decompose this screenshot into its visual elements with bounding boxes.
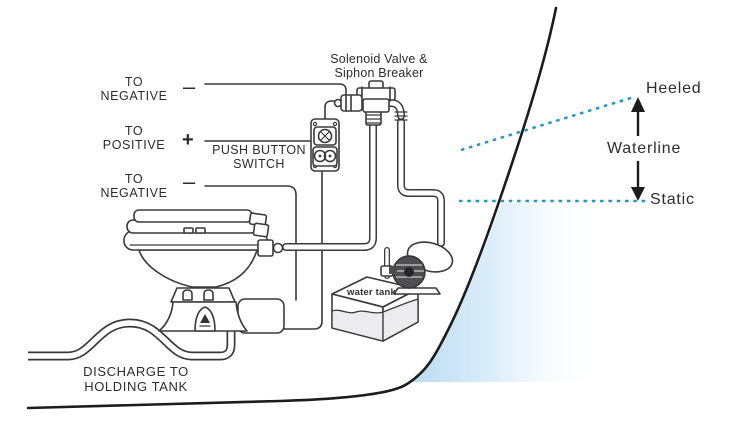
label-line: Solenoid Valve & bbox=[330, 52, 428, 66]
minus-sign-top: – bbox=[183, 74, 196, 99]
minus-sign-bottom: – bbox=[183, 169, 196, 194]
label-line: DISCHARGE TO bbox=[83, 364, 189, 379]
solenoid-valve-illustration bbox=[333, 80, 408, 126]
label-to-positive: TO POSITIVE bbox=[84, 124, 184, 152]
label-line: TO bbox=[124, 75, 144, 89]
wiring bbox=[204, 83, 347, 330]
label-line: TO bbox=[124, 124, 144, 138]
label-line: TO bbox=[124, 172, 144, 186]
label-waterline: Waterline bbox=[607, 140, 682, 157]
label-line: POSITIVE bbox=[102, 138, 166, 152]
label-heeled: Heeled bbox=[646, 80, 702, 97]
plus-sign: + bbox=[182, 129, 194, 151]
label-solenoid-valve: Solenoid Valve & Siphon Breaker bbox=[323, 52, 435, 80]
water-shading bbox=[410, 203, 600, 382]
label-water-tank: water tank bbox=[347, 287, 396, 298]
label-line: SWITCH bbox=[233, 157, 285, 171]
label-static: Static bbox=[650, 191, 695, 208]
label-line: NEGATIVE bbox=[100, 186, 168, 200]
push-button-switch-illustration bbox=[310, 118, 340, 172]
waterline-arrow bbox=[631, 97, 645, 201]
toilet-illustration bbox=[123, 209, 285, 334]
label-discharge: DISCHARGE TO HOLDING TANK bbox=[74, 364, 198, 394]
label-line: PUSH BUTTON bbox=[212, 143, 306, 157]
label-line: Siphon Breaker bbox=[334, 66, 424, 80]
heeled-waterline-dotted bbox=[460, 95, 635, 152]
label-to-negative-top: TO NEGATIVE bbox=[84, 75, 184, 103]
flush-hoses bbox=[282, 118, 445, 279]
label-line: HOLDING TANK bbox=[84, 378, 188, 394]
hull-outline bbox=[26, 6, 558, 410]
pump-illustration bbox=[389, 241, 454, 295]
label-push-button-switch: PUSH BUTTON SWITCH bbox=[203, 143, 315, 171]
label-line: NEGATIVE bbox=[100, 89, 168, 103]
label-to-negative-bottom: TO NEGATIVE bbox=[84, 172, 184, 200]
